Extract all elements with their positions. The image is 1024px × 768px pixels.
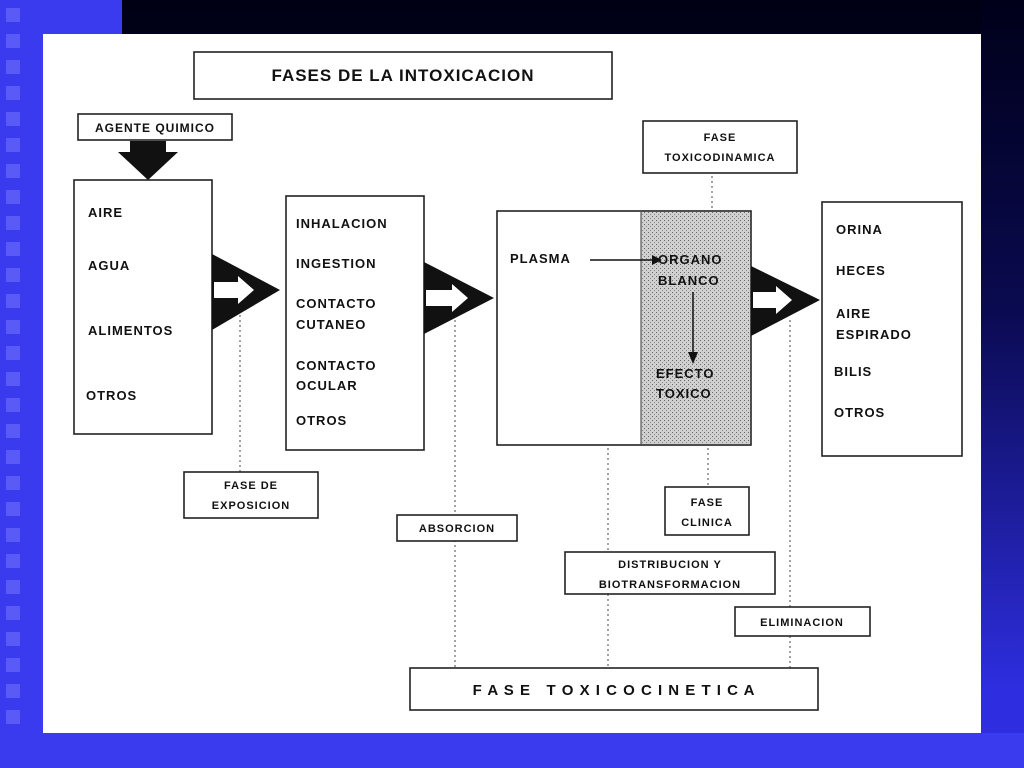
elimination-item: ESPIRADO xyxy=(836,327,912,342)
decorative-square xyxy=(6,242,20,256)
diagram-title: FASES DE LA INTOXICACION xyxy=(272,66,535,85)
decorative-square xyxy=(6,268,20,282)
fase-clinica-box xyxy=(664,486,750,536)
elimination-routes-box xyxy=(821,201,963,457)
organo-label: ORGANO xyxy=(658,252,723,267)
decorative-square xyxy=(6,320,20,334)
decorative-square xyxy=(6,346,20,360)
source-item: OTROS xyxy=(86,388,137,403)
fase-exposicion-line1: FASE DE xyxy=(224,480,278,492)
eliminacion-label: ELIMINACION xyxy=(760,617,844,629)
fase-toxicodinamica-line1: FASE xyxy=(704,132,737,144)
decorative-square xyxy=(6,450,20,464)
decorative-square xyxy=(6,502,20,516)
title-box xyxy=(193,51,613,100)
diagram-paper: FASES DE LA INTOXICACION AGENTE QUIMICO … xyxy=(43,34,981,733)
route-item: CUTANEO xyxy=(296,317,366,332)
decorative-square xyxy=(6,34,20,48)
decorative-square xyxy=(6,684,20,698)
absorcion-box xyxy=(396,514,518,542)
decorative-square xyxy=(6,398,20,412)
route-item: CONTACTO xyxy=(296,296,376,311)
elimination-item: BILIS xyxy=(834,364,872,379)
elimination-item: OTROS xyxy=(834,405,885,420)
distribucion-line1: DISTRIBUCION Y xyxy=(618,559,722,571)
routes-box xyxy=(285,195,425,451)
decorative-square xyxy=(6,554,20,568)
decorative-square xyxy=(6,8,20,22)
source-item: AGUA xyxy=(88,258,130,273)
decorative-square xyxy=(6,60,20,74)
sources-box xyxy=(73,179,213,435)
decorative-square xyxy=(6,710,20,724)
down-arrow-icon xyxy=(118,141,178,180)
distribucion-box xyxy=(564,551,776,595)
route-item: OTROS xyxy=(296,413,347,428)
elimination-item: ORINA xyxy=(836,222,883,237)
decorative-square xyxy=(6,164,20,178)
target-organ-stippled-area xyxy=(641,212,750,444)
source-item: ALIMENTOS xyxy=(88,323,173,338)
decorative-square xyxy=(6,632,20,646)
decorative-square xyxy=(6,476,20,490)
fase-exposicion-box xyxy=(183,471,319,519)
decorative-square xyxy=(6,580,20,594)
source-item: AIRE xyxy=(88,205,123,220)
absorcion-label: ABSORCION xyxy=(419,523,495,535)
fase-toxicodinamica-box xyxy=(642,120,798,174)
fase-clinica-line1: FASE xyxy=(691,497,724,509)
intoxication-phases-diagram: FASES DE LA INTOXICACION AGENTE QUIMICO … xyxy=(73,51,963,711)
right-decorative-band xyxy=(981,0,1024,768)
route-item: OCULAR xyxy=(296,378,358,393)
organo-label: BLANCO xyxy=(658,273,720,288)
decorative-square xyxy=(6,606,20,620)
route-item: INHALACION xyxy=(296,216,388,231)
flow-arrow-icon xyxy=(424,262,494,334)
decorative-square xyxy=(6,658,20,672)
elimination-item: AIRE xyxy=(836,306,871,321)
fase-clinica-line2: CLINICA xyxy=(681,517,733,529)
fase-toxicocinetica-box xyxy=(409,667,819,711)
decorative-square xyxy=(6,294,20,308)
decorative-square xyxy=(6,216,20,230)
agente-quimico-label: AGENTE QUIMICO xyxy=(95,121,215,135)
elimination-item: HECES xyxy=(836,263,886,278)
decorative-square xyxy=(6,424,20,438)
decorative-square xyxy=(6,528,20,542)
decorative-square xyxy=(6,372,20,386)
bottom-decorative-band xyxy=(0,733,1024,768)
decorative-square xyxy=(6,190,20,204)
distribucion-line2: BIOTRANSFORMACION xyxy=(599,579,741,591)
efecto-label: EFECTO xyxy=(656,366,715,381)
decorative-square xyxy=(6,138,20,152)
agente-quimico-box xyxy=(77,113,233,141)
fase-toxicocinetica-label: F A S E T O X I C O C I N E T I C A xyxy=(473,682,756,699)
plasma-label: PLASMA xyxy=(510,251,571,266)
flow-arrow-icon xyxy=(751,266,820,336)
route-item: INGESTION xyxy=(296,256,377,271)
decorative-square xyxy=(6,112,20,126)
efecto-label: TOXICO xyxy=(656,386,712,401)
fase-toxicodinamica-line2: TOXICODINAMICA xyxy=(665,152,776,164)
flow-arrow-icon xyxy=(212,254,280,330)
decorative-square xyxy=(6,86,20,100)
route-item: CONTACTO xyxy=(296,358,376,373)
eliminacion-box xyxy=(734,606,871,637)
fase-exposicion-line2: EXPOSICION xyxy=(212,500,290,512)
